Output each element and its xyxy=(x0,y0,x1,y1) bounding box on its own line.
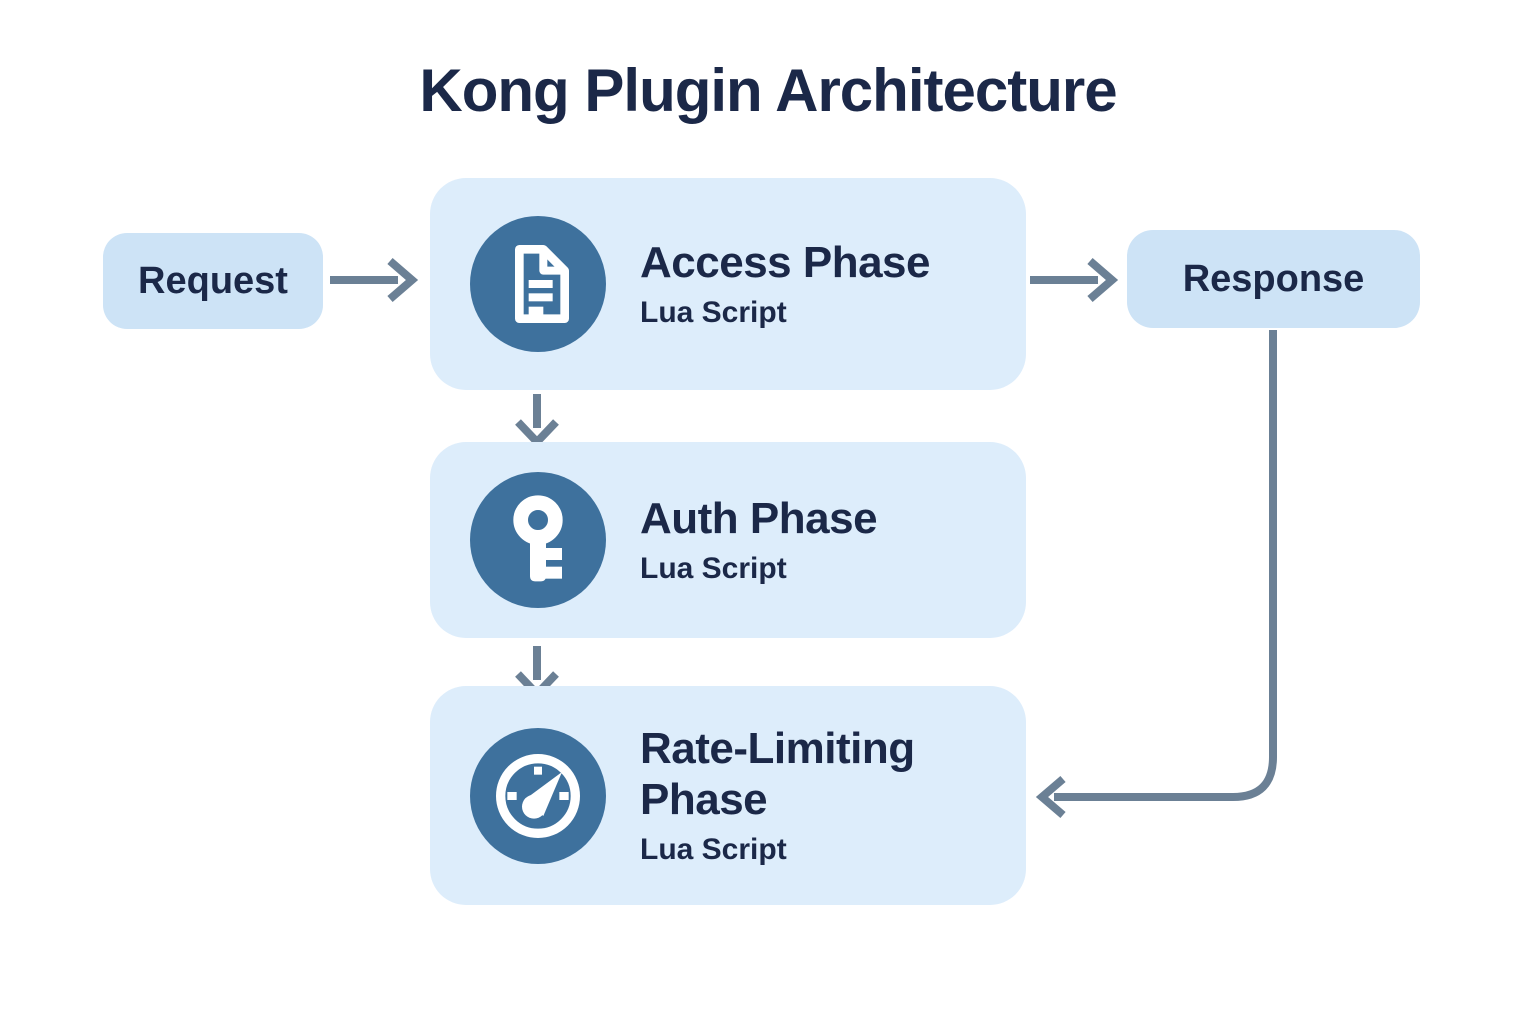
access-phase-node: Access Phase Lua Script xyxy=(430,178,1026,390)
diagram-title: Kong Plugin Architecture xyxy=(419,57,1117,124)
request-label: Request xyxy=(138,259,288,302)
auth-phase-node: Auth Phase Lua Script xyxy=(430,442,1026,638)
phase-subtitle: Lua Script xyxy=(640,296,787,330)
phase-title: Rate-Limiting Phase xyxy=(640,724,915,824)
key-icon xyxy=(470,472,606,608)
phase-subtitle: Lua Script xyxy=(640,552,787,586)
arrow-access-to-response xyxy=(1030,257,1119,303)
phase-title: Access Phase xyxy=(640,237,931,287)
response-label: Response xyxy=(1182,257,1365,300)
response-node: Response xyxy=(1127,230,1420,328)
phase-title: Auth Phase xyxy=(640,493,878,543)
arrow-request-to-access xyxy=(330,257,419,303)
request-node: Request xyxy=(103,233,323,329)
gauge-icon xyxy=(470,727,606,864)
arrow-access-to-auth xyxy=(515,394,559,448)
document-icon xyxy=(470,216,606,352)
arrow-response-to-rate xyxy=(1035,330,1277,819)
rate-limiting-phase-node: Rate-Limiting Phase Lua Script xyxy=(430,686,1026,905)
phase-subtitle: Lua Script xyxy=(640,832,787,866)
